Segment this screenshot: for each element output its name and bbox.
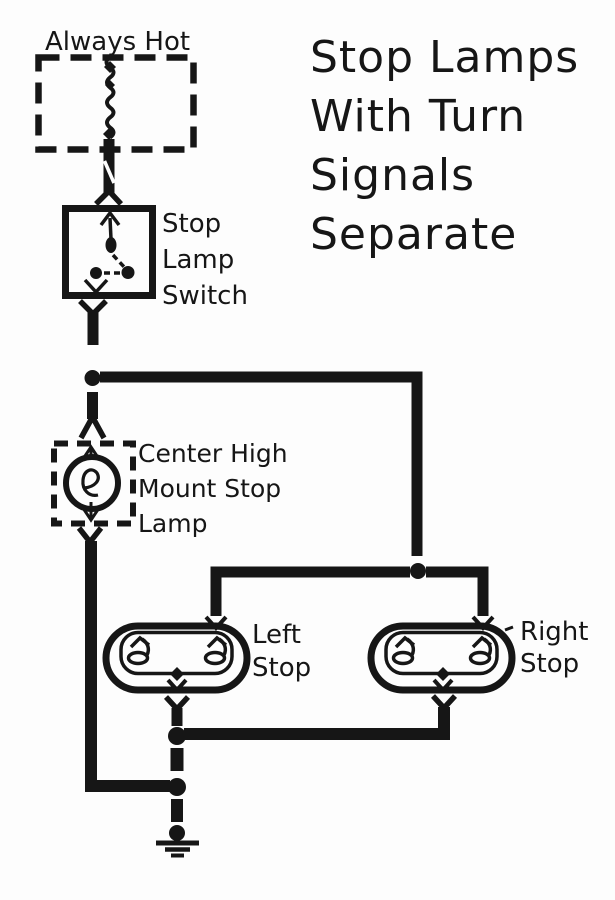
wire-switch-to-junction — [78, 299, 108, 440]
lamp-filament-icon — [126, 636, 151, 666]
ground-icon — [156, 840, 199, 858]
switch-stem — [108, 217, 113, 240]
chmsl-label-line-1: Center High — [138, 439, 288, 468]
connector-chevron — [163, 695, 191, 711]
switch-contact — [105, 237, 117, 253]
switch-box-border — [62, 205, 156, 299]
left-stop-label-line-2: Stop — [252, 653, 311, 683]
wire-branch-right — [100, 371, 423, 556]
wire-segment — [85, 541, 170, 792]
fuse-box-dashed-border — [35, 54, 197, 153]
title-line-2: With Turn — [310, 91, 526, 142]
fuse-icon — [104, 55, 116, 140]
diagram-title: Stop Lamps With Turn Signals Separate — [310, 32, 579, 260]
junction-dot — [84, 370, 101, 386]
connector-foot — [78, 415, 107, 440]
switch-bottom-arrow — [83, 278, 109, 295]
wire-chmsl-ground-run — [76, 526, 170, 792]
wire-segment — [184, 707, 450, 740]
chmsl-label-line-2: Mount Stop — [138, 474, 281, 503]
terminal-bead — [436, 667, 450, 681]
bulb-circle — [63, 454, 121, 512]
right-stop-lamp: Right Stop — [367, 617, 588, 694]
switch-pivot-dot — [121, 266, 135, 279]
lamp-filament-icon — [203, 636, 228, 666]
power-source: Always Hot — [35, 27, 197, 153]
bulb-bottom-arrow — [81, 507, 101, 523]
bulb-icon — [63, 444, 121, 523]
left-stop-label-line-1: Left — [252, 620, 301, 650]
lamp-filament-icon — [391, 636, 416, 666]
connector-chevron — [432, 678, 454, 693]
fuse-bead — [105, 80, 115, 90]
switch-top-arrow — [99, 210, 121, 227]
wire-fuse-to-switch — [94, 128, 124, 206]
title-line-4: Separate — [310, 209, 517, 260]
always-hot-label: Always Hot — [45, 27, 190, 57]
lamp-box-dashed-border — [51, 440, 136, 527]
terminal-bead — [170, 667, 184, 681]
right-stop-label-line-2: Stop — [520, 649, 579, 679]
fuse-bead — [104, 61, 116, 73]
switch-label-line-1: Stop — [162, 209, 221, 239]
stop-lamp-switch: Stop Lamp Switch — [62, 205, 248, 311]
lamp-filament-icon — [468, 636, 493, 666]
junction-dot — [168, 778, 186, 796]
title-line-1: Stop Lamps — [310, 32, 579, 83]
junction-dot — [169, 825, 185, 841]
connector-chevron — [76, 526, 104, 544]
left-stop-lamp: Left Stop — [102, 620, 311, 694]
switch-label-line-3: Switch — [162, 281, 248, 311]
connector-chevron — [430, 694, 458, 710]
junction-dot — [168, 727, 186, 745]
label-leader-tick — [504, 625, 514, 632]
wire-feed-left-lamp — [210, 566, 410, 616]
switch-icon — [83, 210, 135, 295]
chmsl-label-line-3: Lamp — [138, 509, 207, 538]
wire-lamp-grounds — [163, 694, 458, 745]
junction-dot — [410, 563, 426, 579]
title-line-3: Signals — [310, 150, 475, 201]
switch-contact — [90, 267, 102, 279]
switch-label-line-2: Lamp — [162, 245, 234, 275]
center-high-mount-stop-lamp: Center High Mount Stop Lamp — [51, 439, 288, 538]
connector-chevron — [166, 678, 188, 693]
connector-chevron — [78, 299, 108, 316]
switch-arm-dashed — [111, 253, 128, 271]
bulb-filament — [81, 468, 100, 497]
right-stop-label-line-1: Right — [520, 617, 588, 647]
wire-feed-right-lamp — [426, 566, 489, 616]
connector-bead — [103, 128, 115, 140]
connector-foot — [94, 189, 124, 206]
ground-run — [156, 748, 199, 858]
connector-slash — [102, 160, 116, 184]
